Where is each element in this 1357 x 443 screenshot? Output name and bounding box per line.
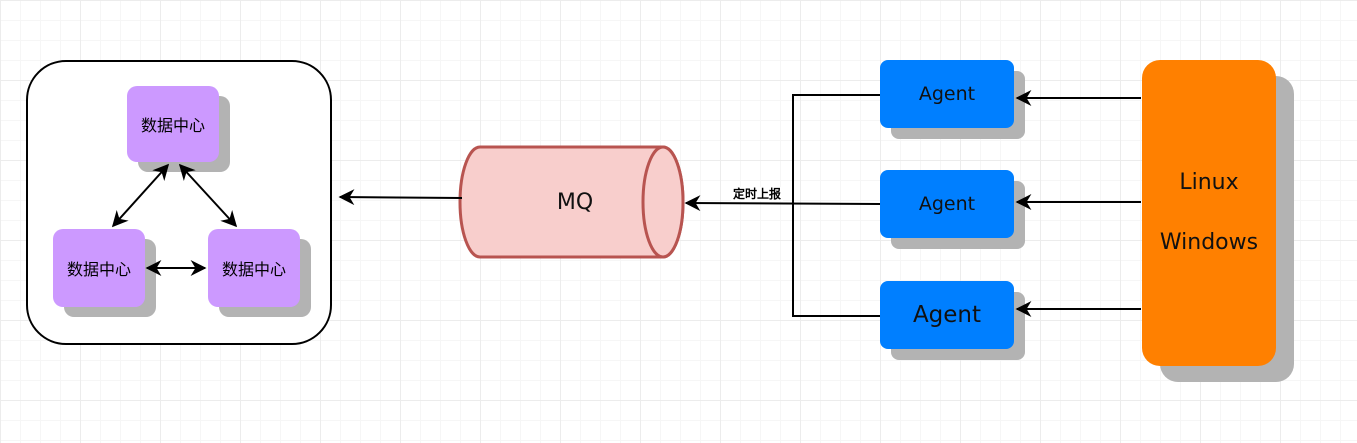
mq-to-cluster-arrow: [338, 189, 463, 206]
data-center-left: 数据中心: [53, 229, 145, 307]
data-center-right-label: 数据中心: [221, 260, 286, 279]
agent-3: Agent: [880, 281, 1014, 349]
data-center-top-label: 数据中心: [140, 116, 205, 135]
agents-bracket: [792, 94, 880, 317]
link-top-right: [178, 163, 238, 228]
data-center-right: 数据中心: [208, 229, 300, 307]
agent-1: Agent: [880, 60, 1014, 128]
agent-2: Agent: [880, 170, 1014, 238]
agent-3-label: Agent: [912, 302, 982, 328]
mq-queue: [458, 145, 685, 259]
os-box: Linux Windows: [1142, 60, 1276, 366]
link-top-left: [111, 163, 170, 228]
agent-2-label: Agent: [918, 193, 976, 215]
mq-label: MQ: [556, 190, 594, 215]
os-linux-label: Linux: [1179, 170, 1239, 195]
agents-to-mq-arrow: [684, 195, 881, 212]
report-label: 定时上报: [731, 187, 784, 201]
data-center-left-label: 数据中心: [66, 260, 131, 279]
os-windows-label: Windows: [1159, 230, 1259, 255]
agent-1-label: Agent: [918, 83, 976, 105]
data-center-top: 数据中心: [127, 86, 219, 162]
